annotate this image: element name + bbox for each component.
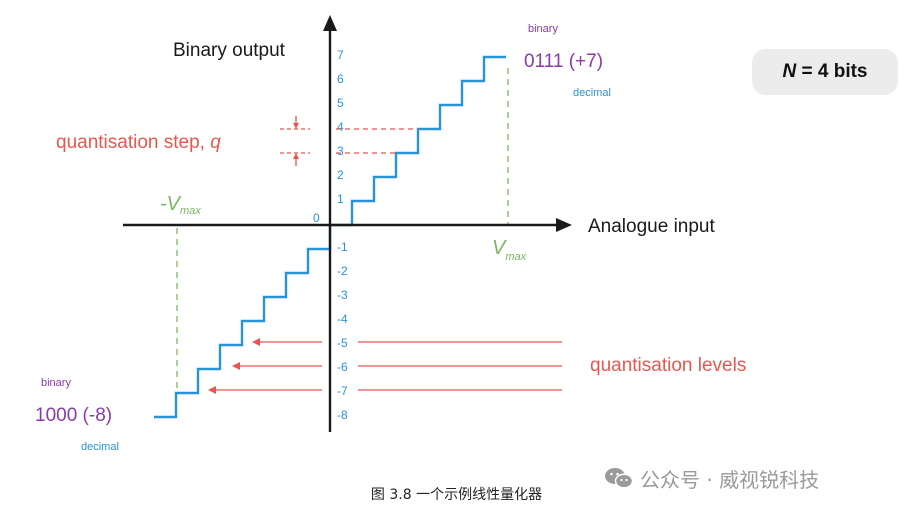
neg-vmax-label: -Vmax — [160, 193, 201, 217]
bit-depth-symbol: N — [782, 61, 797, 82]
vmax-label: Vmax — [492, 237, 527, 263]
bottom-code-label: 1000 (-8) — [35, 405, 112, 426]
wechat-icon — [605, 468, 634, 489]
level-label-neg: -1 — [337, 240, 348, 254]
top-decimal-label: decimal — [573, 87, 611, 99]
level-label-pos: 2 — [337, 168, 344, 182]
watermark: 公众号 · 威视锐科技 — [604, 462, 819, 494]
level-label-pos: 3 — [337, 144, 344, 158]
level-label-neg: -8 — [337, 408, 348, 422]
bit-depth-text: = 4 bits — [796, 61, 868, 82]
level-label-neg: -2 — [337, 264, 348, 278]
level-label-pos: 1 — [337, 192, 344, 206]
level-label-neg: -3 — [337, 288, 348, 302]
watermark-text: 公众号 · 威视锐科技 — [640, 467, 820, 492]
quantisation-level-arrows — [208, 338, 562, 394]
level-label-neg: -7 — [337, 384, 348, 398]
y-axis-arrow — [323, 15, 337, 31]
y-axis-title: Binary output — [173, 40, 286, 61]
bottom-binary-label: binary — [41, 377, 71, 389]
x-axis-title: Analogue input — [588, 216, 715, 237]
top-binary-label: binary — [528, 23, 558, 35]
figure-caption: 图 3.8 一个示例线性量化器 — [370, 487, 543, 503]
level-label-pos: 4 — [337, 120, 344, 134]
level-label-neg: -4 — [337, 312, 348, 326]
quantisation-levels-label: quantisation levels — [590, 355, 746, 376]
level-label-neg: -5 — [337, 336, 348, 350]
step-dash-guides — [336, 128, 418, 154]
staircase-negative — [154, 225, 332, 419]
level-label-pos: 7 — [337, 48, 344, 62]
origin-label: 0 — [313, 211, 320, 225]
level-label-pos: 6 — [337, 72, 344, 86]
x-axis-arrow — [556, 218, 572, 232]
level-label-neg: -6 — [337, 360, 348, 374]
quantisation-step-marker — [280, 116, 310, 166]
bottom-decimal-label: decimal — [81, 441, 119, 453]
bit-depth-badge: N = 4 bits — [752, 49, 898, 95]
top-code-label: 0111 (+7) — [524, 51, 603, 72]
quantisation-step-label: quantisation step, q — [56, 132, 221, 153]
staircase-positive — [330, 55, 506, 227]
level-label-pos: 5 — [337, 96, 344, 110]
